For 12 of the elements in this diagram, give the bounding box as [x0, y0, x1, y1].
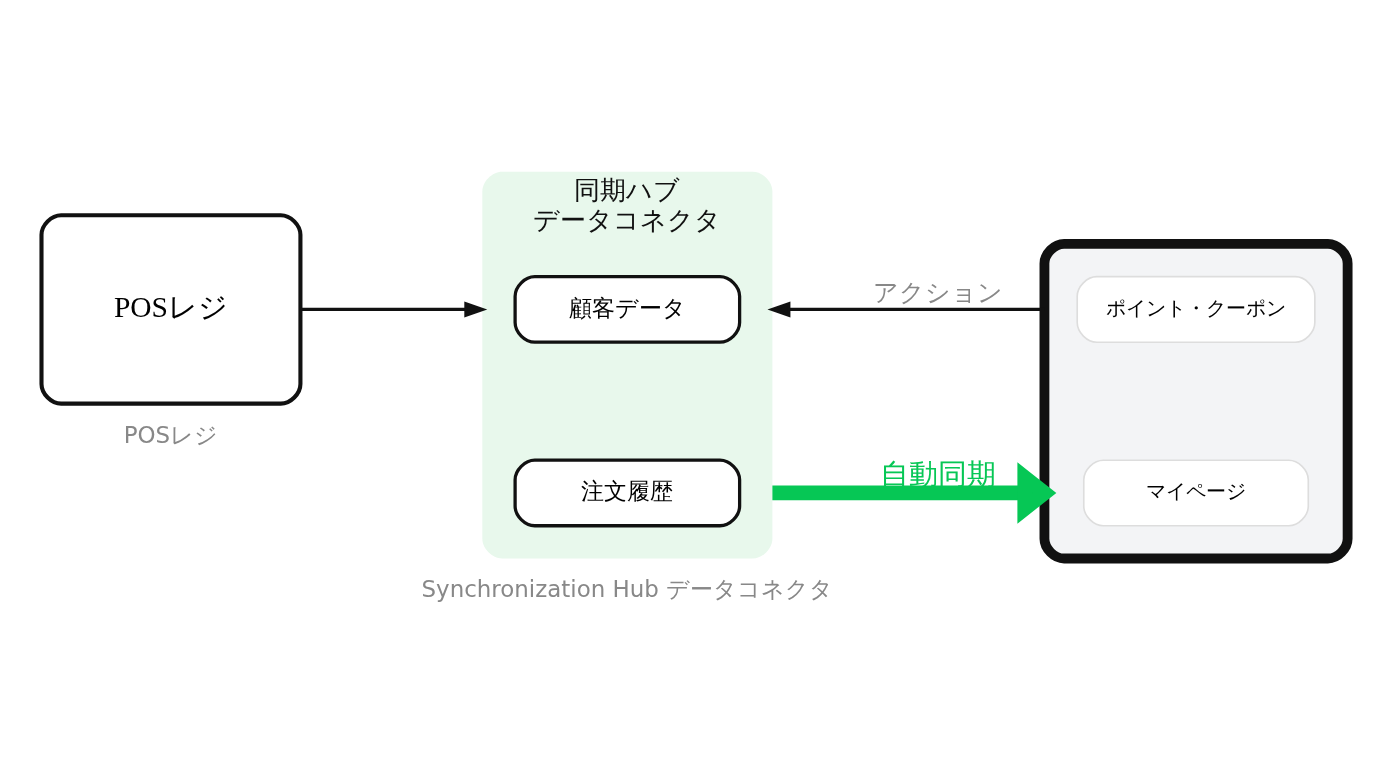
arrow	[772, 462, 1057, 524]
node-box: 注文履歴	[513, 458, 742, 528]
node-label: POSレジ	[123, 421, 219, 448]
edge-label: アクション	[872, 278, 1003, 308]
node-box: 顧客データ	[513, 275, 742, 344]
node-box: ポイント・クーポン	[1076, 275, 1316, 344]
node-box: POSレジ	[39, 213, 303, 406]
cluster	[1039, 238, 1353, 564]
node-label: Synchronization Hub データコネクタ	[421, 575, 834, 602]
node-box: マイページ	[1082, 459, 1310, 527]
edge-label: 自動同期	[879, 457, 996, 490]
arrow	[300, 301, 488, 318]
